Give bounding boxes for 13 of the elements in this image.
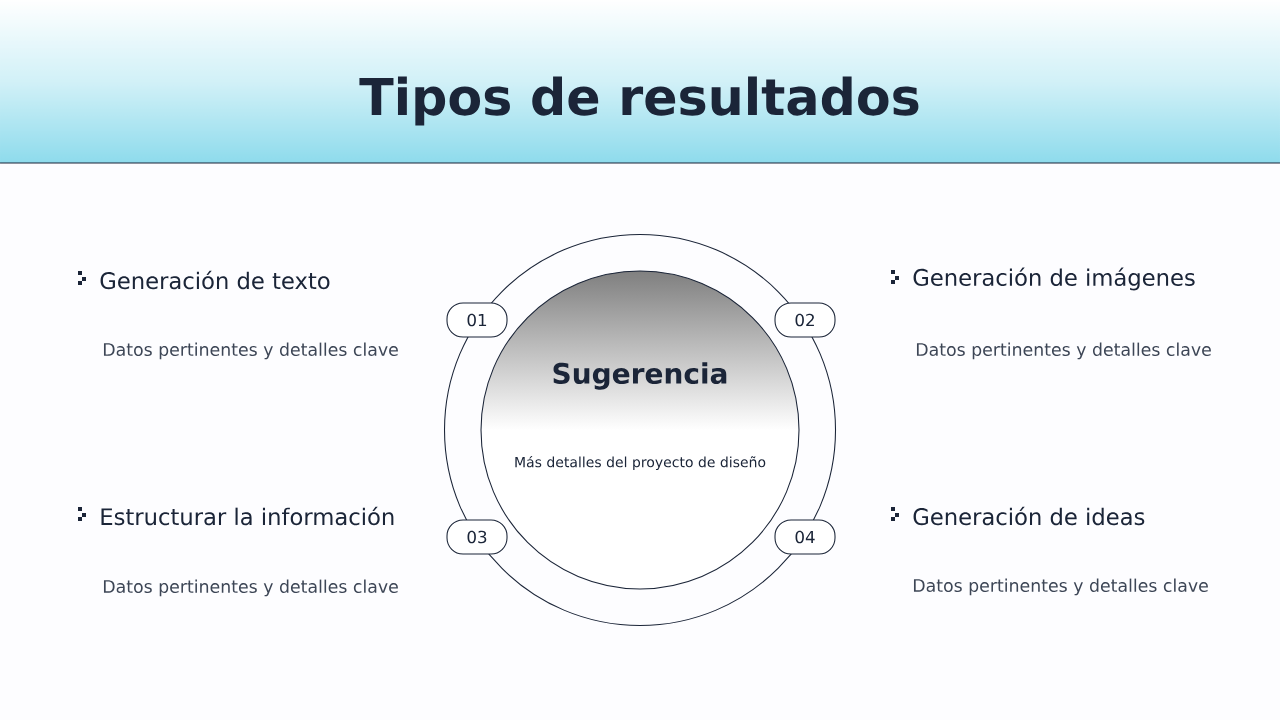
title: Tipos de resultados bbox=[359, 76, 919, 126]
item-description: Datos pertinentes y detalles clave bbox=[916, 342, 1211, 360]
number-badge: 04 bbox=[774, 519, 836, 555]
item-description: Datos pertinentes y detalles clave bbox=[913, 578, 1208, 596]
number-badge: 03 bbox=[446, 519, 508, 555]
item-heading: Generación de texto bbox=[100, 270, 330, 290]
item-heading: Generación de ideas bbox=[913, 506, 1145, 526]
item-description: Datos pertinentes y detalles clave bbox=[103, 342, 398, 360]
number-badge: 02 bbox=[774, 302, 836, 338]
number-badge: 01 bbox=[446, 302, 508, 338]
item-description: Datos pertinentes y detalles clave bbox=[103, 579, 398, 597]
item-heading: Estructurar la información bbox=[101, 506, 394, 526]
item-heading: Generación de imágenes bbox=[913, 267, 1195, 291]
